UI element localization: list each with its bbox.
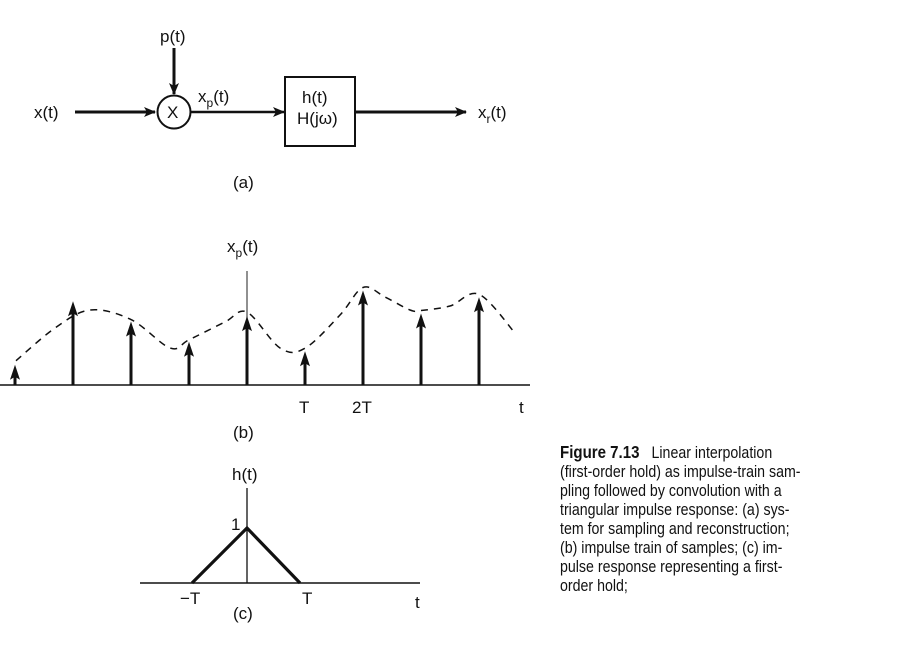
- panel-b-time-label: t: [519, 398, 524, 417]
- panel-c-label: (c): [233, 604, 253, 623]
- impulse-arrowhead: [300, 351, 310, 367]
- panel-b-label: (b): [233, 423, 254, 442]
- panel-c-axis-label: h(t): [232, 465, 258, 484]
- tick-label-T: T: [302, 589, 312, 608]
- panel-c-impulse-response: h(t) 1 −T T t (c): [140, 465, 420, 623]
- filter-frequency-response: H(jω): [297, 109, 338, 128]
- panel-a-block-diagram: x(t) p(t) X xp(t) h(t) H(jω) xr(t) (a): [34, 27, 507, 192]
- multiplier-circle: [156, 94, 192, 130]
- caption-line-4: tem for sampling and reconstruction;: [560, 520, 790, 538]
- caption-line-5: (b) impulse train of samples; (c) im-: [560, 539, 783, 557]
- impulse-arrowhead: [10, 364, 20, 380]
- sampled-signal-label: xp(t): [198, 87, 229, 110]
- impulse-arrowhead: [184, 341, 194, 357]
- output-label: xr(t): [478, 103, 507, 126]
- caption-line-1: (first-order hold) as impulse-train sam-: [560, 463, 801, 481]
- caption-line-6: pulse response representing a first-: [560, 558, 783, 576]
- tick-label-2T: 2T: [352, 398, 372, 417]
- panel-b-impulse-train: xp(t) T 2T t (b): [0, 237, 530, 442]
- multiplier-symbol: X: [167, 103, 178, 122]
- input-label: x(t): [34, 103, 59, 122]
- continuous-signal-envelope: [15, 286, 516, 362]
- tick-label-minus-T: −T: [180, 589, 200, 608]
- impulse-arrowhead: [474, 297, 484, 313]
- tick-label-T: T: [299, 398, 309, 417]
- panel-a-label: (a): [233, 173, 254, 192]
- panel-b-axis-label: xp(t): [227, 237, 258, 260]
- figure-number: Figure 7.13: [560, 442, 640, 462]
- caption-line-2: pling followed by convolution with a: [560, 482, 782, 500]
- sampling-signal-label: p(t): [160, 27, 186, 46]
- impulse-arrowhead: [68, 301, 78, 317]
- impulse-arrowhead: [242, 316, 252, 332]
- panel-c-time-label: t: [415, 593, 420, 612]
- triangle-response: [190, 525, 302, 585]
- impulse-arrowhead: [416, 313, 426, 329]
- impulse-arrowhead: [358, 290, 368, 306]
- peak-value-label: 1: [231, 515, 240, 534]
- impulse-group: [10, 290, 484, 385]
- caption-line-3: triangular impulse response: (a) sys-: [560, 501, 790, 519]
- caption-line-7: order hold;: [560, 577, 628, 595]
- impulse-arrowhead: [126, 321, 136, 337]
- filter-impulse-response: h(t): [302, 88, 328, 107]
